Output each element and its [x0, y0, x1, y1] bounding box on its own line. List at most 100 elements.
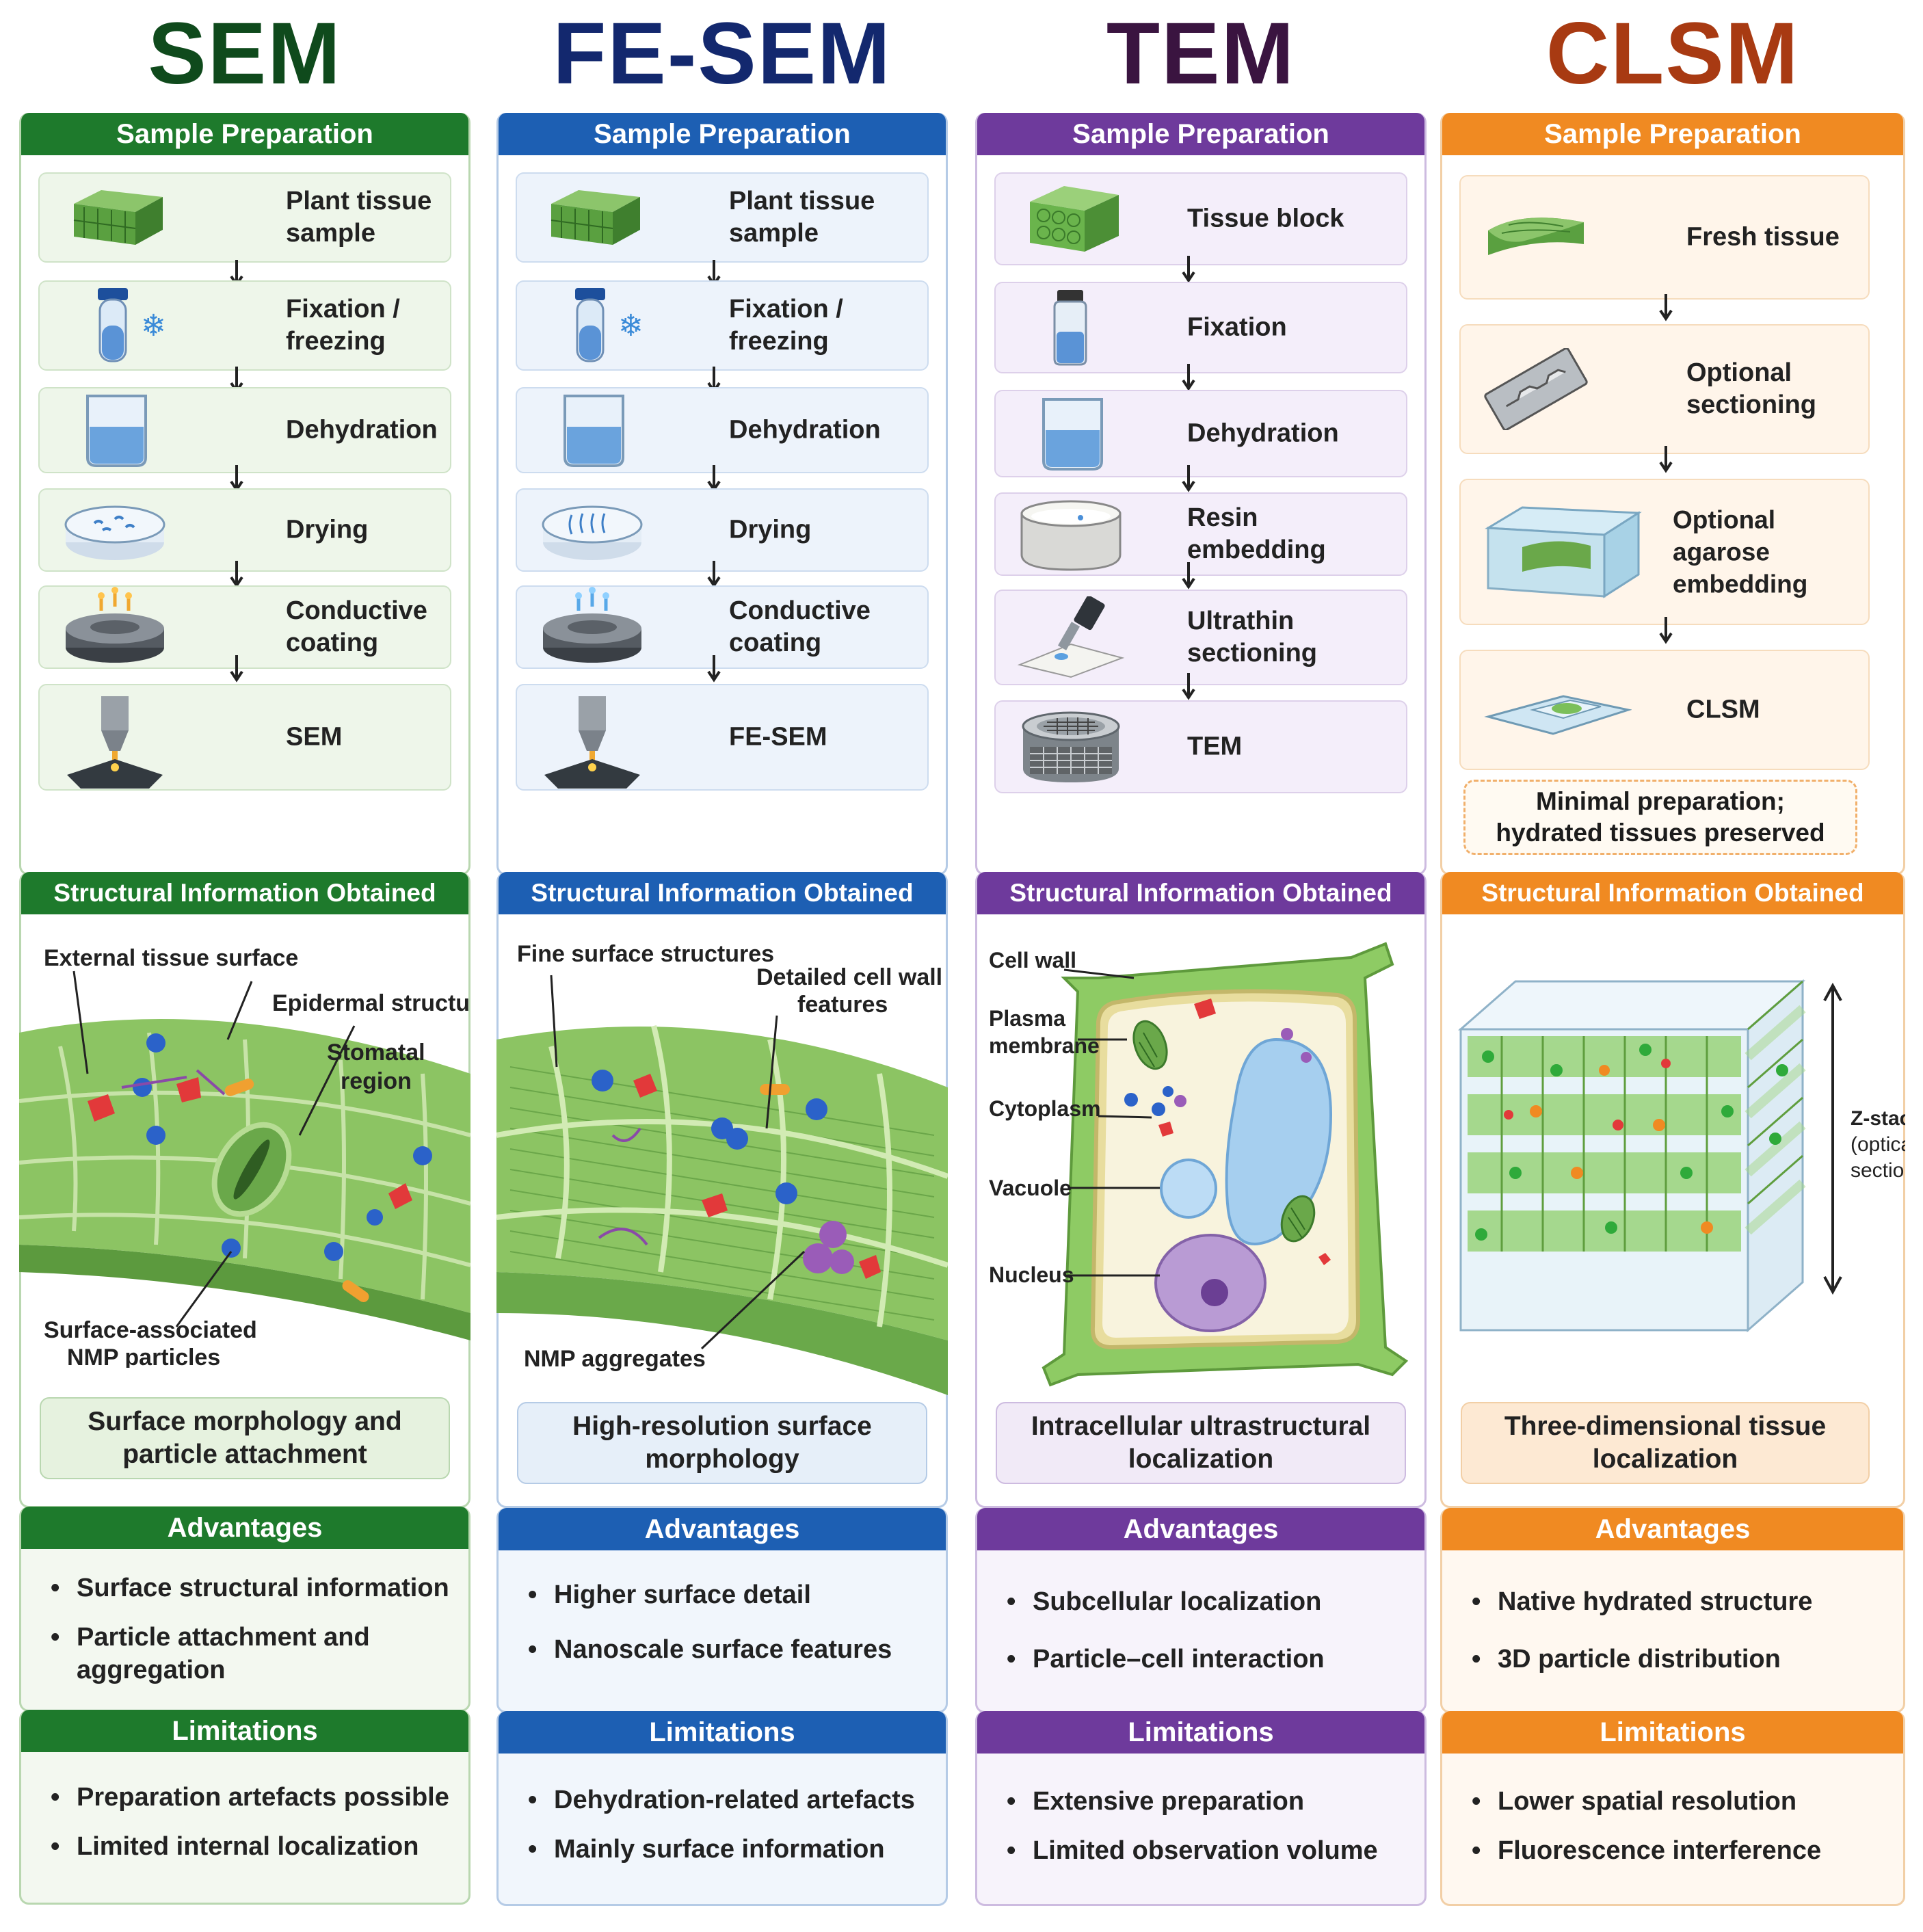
- prep-step-1-sem: Plant tissue sample: [38, 172, 451, 263]
- callout-nmp-aggregates: NMP aggregates: [524, 1346, 706, 1372]
- limitation-item: Fluorescence interference: [1472, 1834, 1892, 1867]
- arrow-down-icon: [1182, 673, 1195, 700]
- sample-prep-header-sem: Sample Preparation: [21, 113, 468, 155]
- column-title-sem: SEM: [148, 5, 342, 103]
- prep-step-label: TEM: [1187, 732, 1243, 761]
- tissue-block-icon: [1481, 196, 1591, 278]
- limitation-item: Lower spatial resolution: [1472, 1785, 1892, 1818]
- prep-step-2-fesem: ❄ Fixation / freezing: [516, 280, 929, 371]
- limitations-list-clsm: Lower spatial resolution Fluorescence in…: [1472, 1785, 1892, 1883]
- callout-vacuole: Vacuole: [989, 1176, 1072, 1200]
- beaker-icon: [1016, 393, 1126, 475]
- arrow-down-icon: [1182, 465, 1195, 492]
- prep-step-label: Optional sectioning: [1686, 358, 1817, 419]
- prep-step-label: Fixation: [1187, 313, 1287, 342]
- callout-fine-surface: Fine surface structures: [517, 941, 774, 967]
- prep-step-5-sem: Conductive coating: [38, 585, 451, 669]
- limitations-header-fesem: Limitations: [499, 1711, 946, 1754]
- tissue-block-icon: [1016, 178, 1126, 260]
- prep-step-label: Conductive coating: [286, 596, 427, 657]
- arrow-down-icon: [1659, 617, 1673, 644]
- sem-surface-illustration: External tissue surface Epidermal struct…: [18, 930, 492, 1371]
- prep-step-3-tem: Dehydration: [994, 390, 1407, 477]
- prep-step-6-fesem: FE-SEM: [516, 684, 929, 791]
- arrow-down-icon: [1659, 294, 1673, 321]
- sputter-coater-icon: [538, 586, 647, 668]
- advantage-item: Particle–cell interaction: [1007, 1643, 1413, 1676]
- advantage-item: Native hydrated structure: [1472, 1585, 1892, 1618]
- advantage-item: 3D particle distribution: [1472, 1643, 1892, 1676]
- callout-nucleus: Nucleus: [989, 1262, 1074, 1287]
- petri-dish-icon: [538, 489, 647, 571]
- advantages-list-tem: Subcellular localization Particle–cell i…: [1007, 1585, 1413, 1692]
- prep-step-4-tem: Resin embedding: [994, 492, 1407, 576]
- arrow-down-icon: [707, 655, 721, 683]
- prep-step-5-fesem: Conductive coating: [516, 585, 929, 669]
- tissue-block-icon: [60, 176, 170, 259]
- prep-step-4-fesem: Drying: [516, 488, 929, 572]
- structural-info-header-tem: Structural Information Obtained: [977, 872, 1424, 914]
- limitation-item: Extensive preparation: [1007, 1785, 1413, 1818]
- prep-step-2-clsm: Optional sectioning: [1459, 324, 1870, 454]
- column-title-tem: TEM: [1106, 5, 1296, 103]
- prep-step-label: Ultrathin sectioning: [1187, 607, 1318, 667]
- column-tem: TEM Sample Preparation Tissue block Fixa…: [975, 0, 1427, 1932]
- column-title-fesem: FE-SEM: [553, 5, 892, 103]
- limitation-item: Limited observation volume: [1007, 1834, 1413, 1867]
- callout-external-surface: External tissue surface: [44, 945, 298, 971]
- summary-box-clsm: Three-dimensional tissue localization: [1461, 1402, 1870, 1484]
- sample-prep-header-tem: Sample Preparation: [977, 113, 1424, 155]
- prep-step-1-fesem: Plant tissue sample: [516, 172, 929, 263]
- advantages-list-sem: Surface structural information Particle …: [51, 1572, 457, 1703]
- microtome-icon: [1016, 595, 1126, 678]
- limitations-list-sem: Preparation artefacts possible Limited i…: [51, 1781, 457, 1879]
- petri-dish-icon: [60, 489, 170, 571]
- vial-icon: [1016, 287, 1126, 369]
- limitation-item: Preparation artefacts possible: [51, 1781, 457, 1814]
- prep-step-5-tem: Ultrathin sectioning: [994, 590, 1407, 685]
- advantage-item: Subcellular localization: [1007, 1585, 1413, 1618]
- callout-cell-wall: Cell wall: [989, 948, 1076, 972]
- svg-text:❄: ❄: [141, 309, 166, 343]
- prep-step-label: Drying: [729, 515, 812, 544]
- callout-epidermal-structure: Epidermal structure: [272, 990, 470, 1016]
- advantages-header-fesem: Advantages: [499, 1508, 946, 1550]
- tissue-block-icon: [538, 176, 647, 259]
- prep-step-label: Drying: [286, 515, 369, 544]
- prep-step-3-fesem: Dehydration: [516, 387, 929, 473]
- advantage-item: Surface structural information: [51, 1572, 457, 1604]
- vial-icon: ❄: [60, 284, 170, 367]
- prep-step-3-clsm: Optional agarose embedding: [1459, 479, 1870, 625]
- advantages-list-fesem: Higher surface detail Nanoscale surface …: [528, 1578, 934, 1682]
- limitation-item: Limited internal localization: [51, 1830, 457, 1863]
- prep-step-label: SEM: [286, 722, 343, 752]
- arrow-down-icon: [1659, 446, 1673, 473]
- column-clsm: CLSM Sample Preparation Fresh tissue Opt…: [1440, 0, 1923, 1932]
- prep-step-label: CLSM: [1686, 695, 1760, 724]
- prep-step-label: Fixation / freezing: [729, 295, 843, 356]
- beaker-icon: [60, 389, 170, 471]
- structural-info-header-clsm: Structural Information Obtained: [1442, 872, 1903, 914]
- prep-step-6-tem: TEM: [994, 700, 1407, 793]
- razor-blade-icon: [1481, 347, 1591, 432]
- clsm-zstack-illustration: Z-stack(opticalsections): [1440, 968, 1923, 1351]
- advantages-list-clsm: Native hydrated structure 3D particle di…: [1472, 1585, 1892, 1692]
- structural-info-header-sem: Structural Information Obtained: [21, 872, 468, 914]
- microscope-column-icon: [538, 696, 647, 789]
- limitations-header-sem: Limitations: [21, 1710, 468, 1752]
- callout-z-stack: Z-stack(opticalsections): [1851, 1107, 1905, 1182]
- limitations-header-clsm: Limitations: [1442, 1711, 1903, 1754]
- agarose-block-icon: [1481, 501, 1645, 603]
- prep-step-label: Resin embedding: [1187, 503, 1326, 564]
- prep-step-label: Dehydration: [1187, 419, 1339, 448]
- prep-step-2-tem: Fixation: [994, 282, 1407, 373]
- advantage-item: Nanoscale surface features: [528, 1633, 934, 1666]
- resin-cup-icon: [1016, 493, 1126, 575]
- arrow-down-icon: [230, 655, 243, 683]
- microscope-column-icon: [60, 696, 170, 789]
- prep-step-2-sem: ❄ Fixation / freezing: [38, 280, 451, 371]
- summary-box-sem: Surface morphology and particle attachme…: [40, 1397, 450, 1479]
